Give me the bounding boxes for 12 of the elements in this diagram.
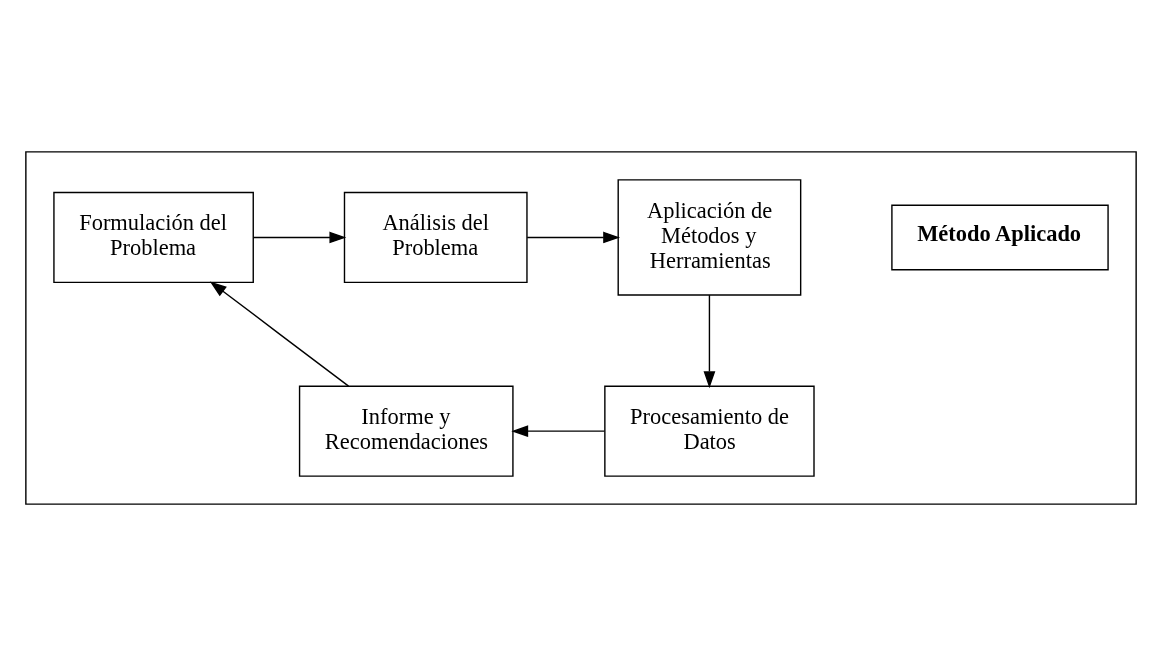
node-box: Formulación del Problema [53, 191, 254, 283]
node-box: Procesamiento de Datos [604, 385, 815, 477]
arrow [511, 424, 606, 437]
arrow [526, 231, 621, 243]
node-box: Aplicación de Métodos y Herramientas [617, 178, 802, 296]
node-box: Análisis del Problema [343, 191, 528, 283]
arrow [703, 293, 716, 388]
node-box: Informe y Recomendaciones [298, 385, 514, 477]
cluster [25, 150, 1137, 505]
arrow [252, 231, 347, 243]
arrow [209, 280, 350, 387]
node-box: Método Aplicado [891, 204, 1109, 270]
